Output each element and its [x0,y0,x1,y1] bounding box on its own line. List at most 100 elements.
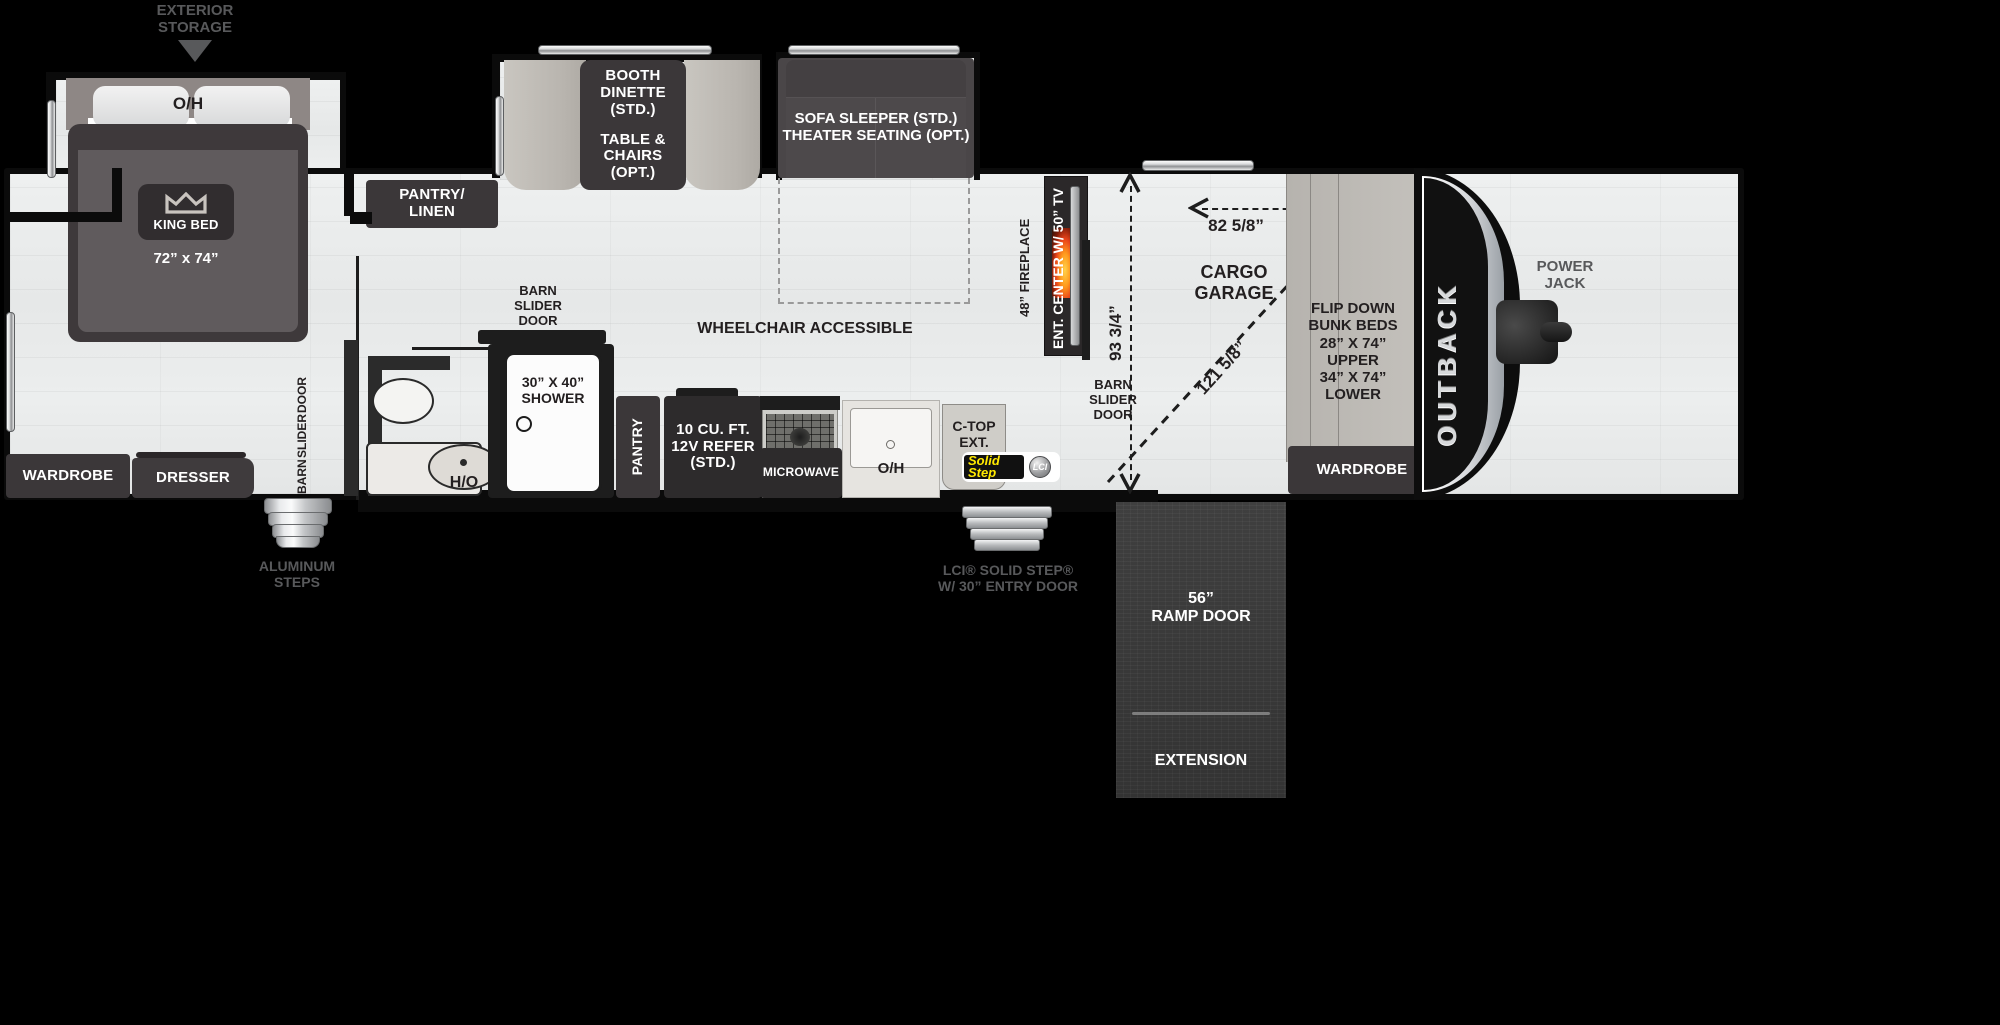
pantry-linen-line2: LINEN [409,203,455,220]
pillow-right [194,86,290,128]
pantry-linen: PANTRY/ LINEN [366,180,498,228]
pantry-linen-wall-left [344,168,354,216]
window-sofa [788,45,960,55]
ramp-door-label: 56” RAMP DOOR [1116,590,1286,627]
barn-slider-door-bedroom-label: BARN SLIDER DOOR [295,377,310,494]
cargo-garage-line2: GARAGE [1194,282,1274,303]
ent-center-label: ENT. CENTER W/ 50” TV [1050,187,1066,349]
solid-step-badge: Solid Step LCI [962,452,1060,482]
solid-step-line1: Solid [968,453,1000,469]
ramp-door [1116,502,1286,798]
microwave-label: MICROWAVE [762,465,840,480]
exterior-storage-callout: EXTERIOR STORAGE [120,2,270,37]
cargo-garage-label: CARGO GARAGE [1160,262,1308,303]
booth-l6: (OPT.) [610,164,656,182]
refer-line3: (STD.) [690,454,736,472]
fireplace-label: 48” FIREPLACE [1017,218,1032,318]
bunk-bed-panel [1286,174,1416,462]
bunk-l4: UPPER [1327,351,1379,369]
microwave: MICROWAVE [760,448,842,498]
shower-drain-icon [516,416,532,432]
ramp-door-seam [1132,712,1270,715]
ramp-extension-label: EXTENSION [1154,752,1248,769]
cooktop-burner-icon [790,428,810,446]
ctop-line1: C-TOP [952,418,996,434]
aluminum-step-plate-4 [276,536,320,548]
bsd-bed-l1: BARN [295,459,309,494]
ctop-line2: EXT. [959,434,989,451]
window-bedroom-left-lower [6,312,15,432]
solid-step-logo: Solid Step [964,453,1024,480]
toilet-bolt-icon [460,459,467,466]
overhead-cabinet-bedroom-label: O/H [172,94,204,113]
pantry-linen-line1: PANTRY/ [399,186,465,204]
wardrobe-right: WARDROBE [1288,446,1436,494]
bsd-bed-l2: SLIDER [295,414,309,459]
dresser-top-edge [136,452,246,458]
cargo-garage-line1: CARGO [1200,262,1268,282]
kitchen-faucet-icon [886,440,895,449]
ramp-door-line2: RAMP DOOR [1151,608,1251,626]
refrigerator-top-lip [676,388,738,397]
king-bed-label: KING BED [153,216,219,232]
bunk-bed-divider-2 [1338,174,1339,462]
aluminum-steps-callout: ALUMINUM STEPS [218,558,376,590]
bsd-garage-l2: SLIDER [1089,391,1137,407]
dinette-bench-left [504,60,586,190]
shower-header-cap [478,330,606,344]
bsd-bath-l2: SLIDER [514,297,562,313]
entry-step-4 [974,539,1040,551]
solid-step-line2: Step [968,465,997,480]
window-garage [1142,160,1254,171]
aluminum-steps-line2: STEPS [274,574,320,591]
bsd-bath-l1: BARN [519,283,557,298]
garage-width-dim-label: 82 5/8” [1208,216,1264,235]
bath-door-header [368,356,450,370]
sofa-seat-left [786,98,876,178]
solid-step-entry-line1: LCI® SOLID STEP® [942,562,1074,578]
refrigerator: 10 CU. FT. 12V REFER (STD.) [664,396,762,498]
dresser: DRESSER [132,458,254,498]
bath-wall-left-post [344,340,358,496]
bedroom-step-notch-wall [4,212,122,222]
half-bath-label: H/O [449,474,479,491]
bsd-garage-l3: DOOR [1093,406,1133,422]
king-bed-size: 72” x 74” [153,250,219,267]
bunk-beds-label: FLIP DOWN BUNK BEDS 28” X 74” UPPER 34” … [1290,300,1416,404]
lci-mark: LCI [1032,462,1048,472]
lci-logo-icon: LCI [1029,456,1051,478]
cooktop-backsplash [760,396,840,410]
bedroom-notch-vertical-wall [112,168,122,222]
pantry-tall-label: PANTRY [629,418,646,476]
bsd-bath-l3: DOOR [518,312,558,328]
shower-label: 30” X 40” SHOWER [504,374,602,406]
shower-line2: SHOWER [521,390,585,407]
sofa-sleeper-label: SOFA SLEEPER (STD.) THEATER SEATING (OPT… [758,110,994,145]
booth-l5: CHAIRS [603,147,663,165]
overhead-kitchen-label: O/H [877,460,905,477]
window-bedroom-left-upper [47,100,56,178]
wardrobe-left-label: WARDROBE [22,466,114,484]
rv-nose-inner [1424,178,1488,490]
kitchen-sink-basin [850,408,932,468]
pantry-linen-base [350,212,372,224]
exterior-storage-line2: STORAGE [158,19,232,37]
solid-step-entry-callout: LCI® SOLID STEP® W/ 30” ENTRY DOOR [918,562,1098,594]
ramp-door-line1: 56” [1188,590,1214,607]
bunk-l2: BUNK BEDS [1308,317,1398,335]
window-dinette-side [495,96,504,176]
bunk-l6: LOWER [1325,386,1381,404]
sofa-line2: THEATER SEATING (OPT.) [782,127,970,145]
dresser-label: DRESSER [156,468,230,486]
ctop-ext-label: C-TOP EXT. [942,418,1006,450]
tv-panel [1070,186,1080,346]
bunk-bed-divider-1 [1310,174,1311,462]
exterior-storage-line1: EXTERIOR [156,2,234,19]
sofa-seat-right [876,98,966,178]
living-area-outline [778,178,970,304]
bunk-l5: 34” X 74” [1319,369,1387,386]
king-bed-badge: KING BED [138,184,234,240]
sofa-line1: SOFA SLEEPER (STD.) [794,110,958,127]
dinette-bench-right [684,60,760,190]
